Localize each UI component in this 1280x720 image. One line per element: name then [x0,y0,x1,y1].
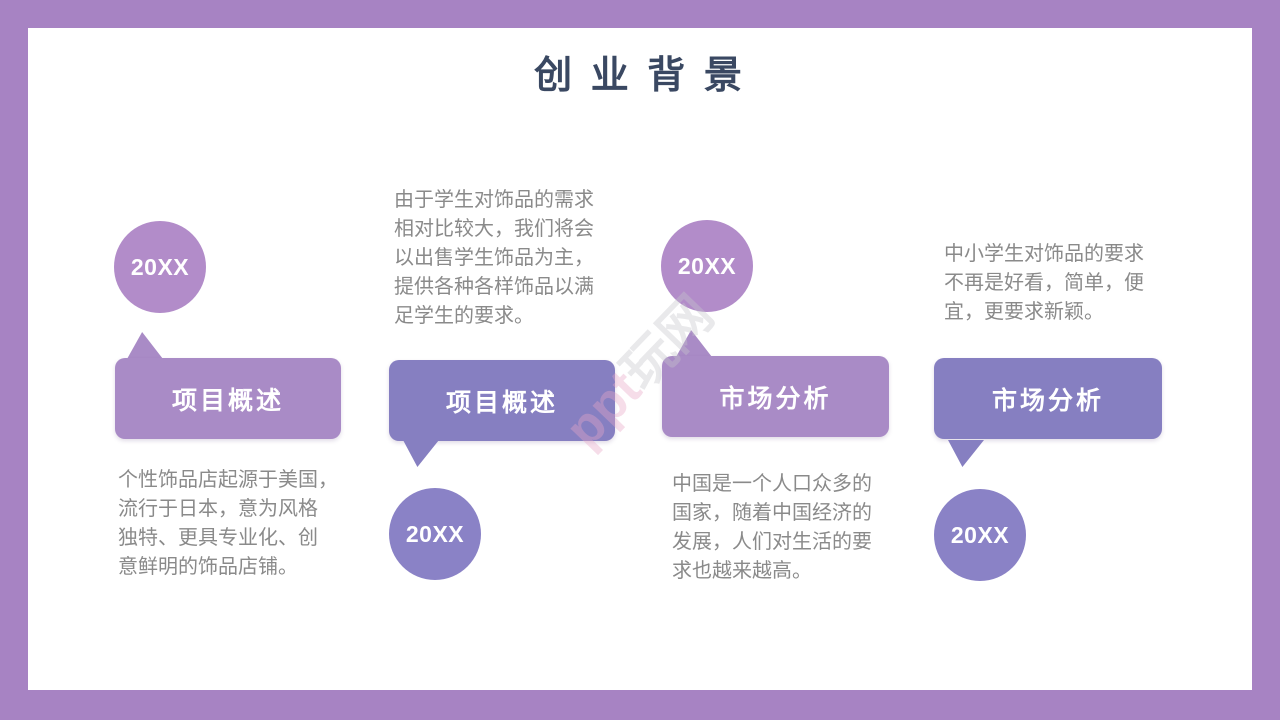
year-circle: 20XX [661,220,753,312]
callout-label: 项目概述 [445,388,558,417]
year-label: 20XX [405,520,465,547]
year-circle: 20XX [114,221,206,313]
callout-box: 市场分析 [662,356,889,437]
callout-box: 项目概述 [389,360,615,441]
callout-label: 市场分析 [991,386,1104,415]
callout-box: 市场分析 [934,358,1162,439]
callout-label: 市场分析 [719,384,832,413]
body-paragraph: 中国是一个人口众多的 国家，随着中国经济的 发展，人们对生活的要 求也越来越高。 [672,473,872,582]
page-title: 创 业 背 景 [534,55,746,97]
year-label: 20XX [130,253,190,280]
body-paragraph: 中小学生对饰品的要求 不再是好看，简单，便 宜，更要求新颖。 [944,243,1144,323]
callout-box: 项目概述 [115,358,341,439]
body-paragraph: 个性饰品店起源于美国， 流行于日本，意为风格 独特、更具专业化、创 意鲜明的饰品… [118,469,338,578]
year-label: 20XX [677,252,737,279]
callout-label: 项目概述 [171,386,284,415]
year-circle: 20XX [934,489,1026,581]
year-label: 20XX [950,521,1010,548]
year-circle: 20XX [389,488,481,580]
body-paragraph: 由于学生对饰品的需求 相对比较大，我们将会 以出售学生饰品为主， 提供各种各样饰… [394,189,594,327]
